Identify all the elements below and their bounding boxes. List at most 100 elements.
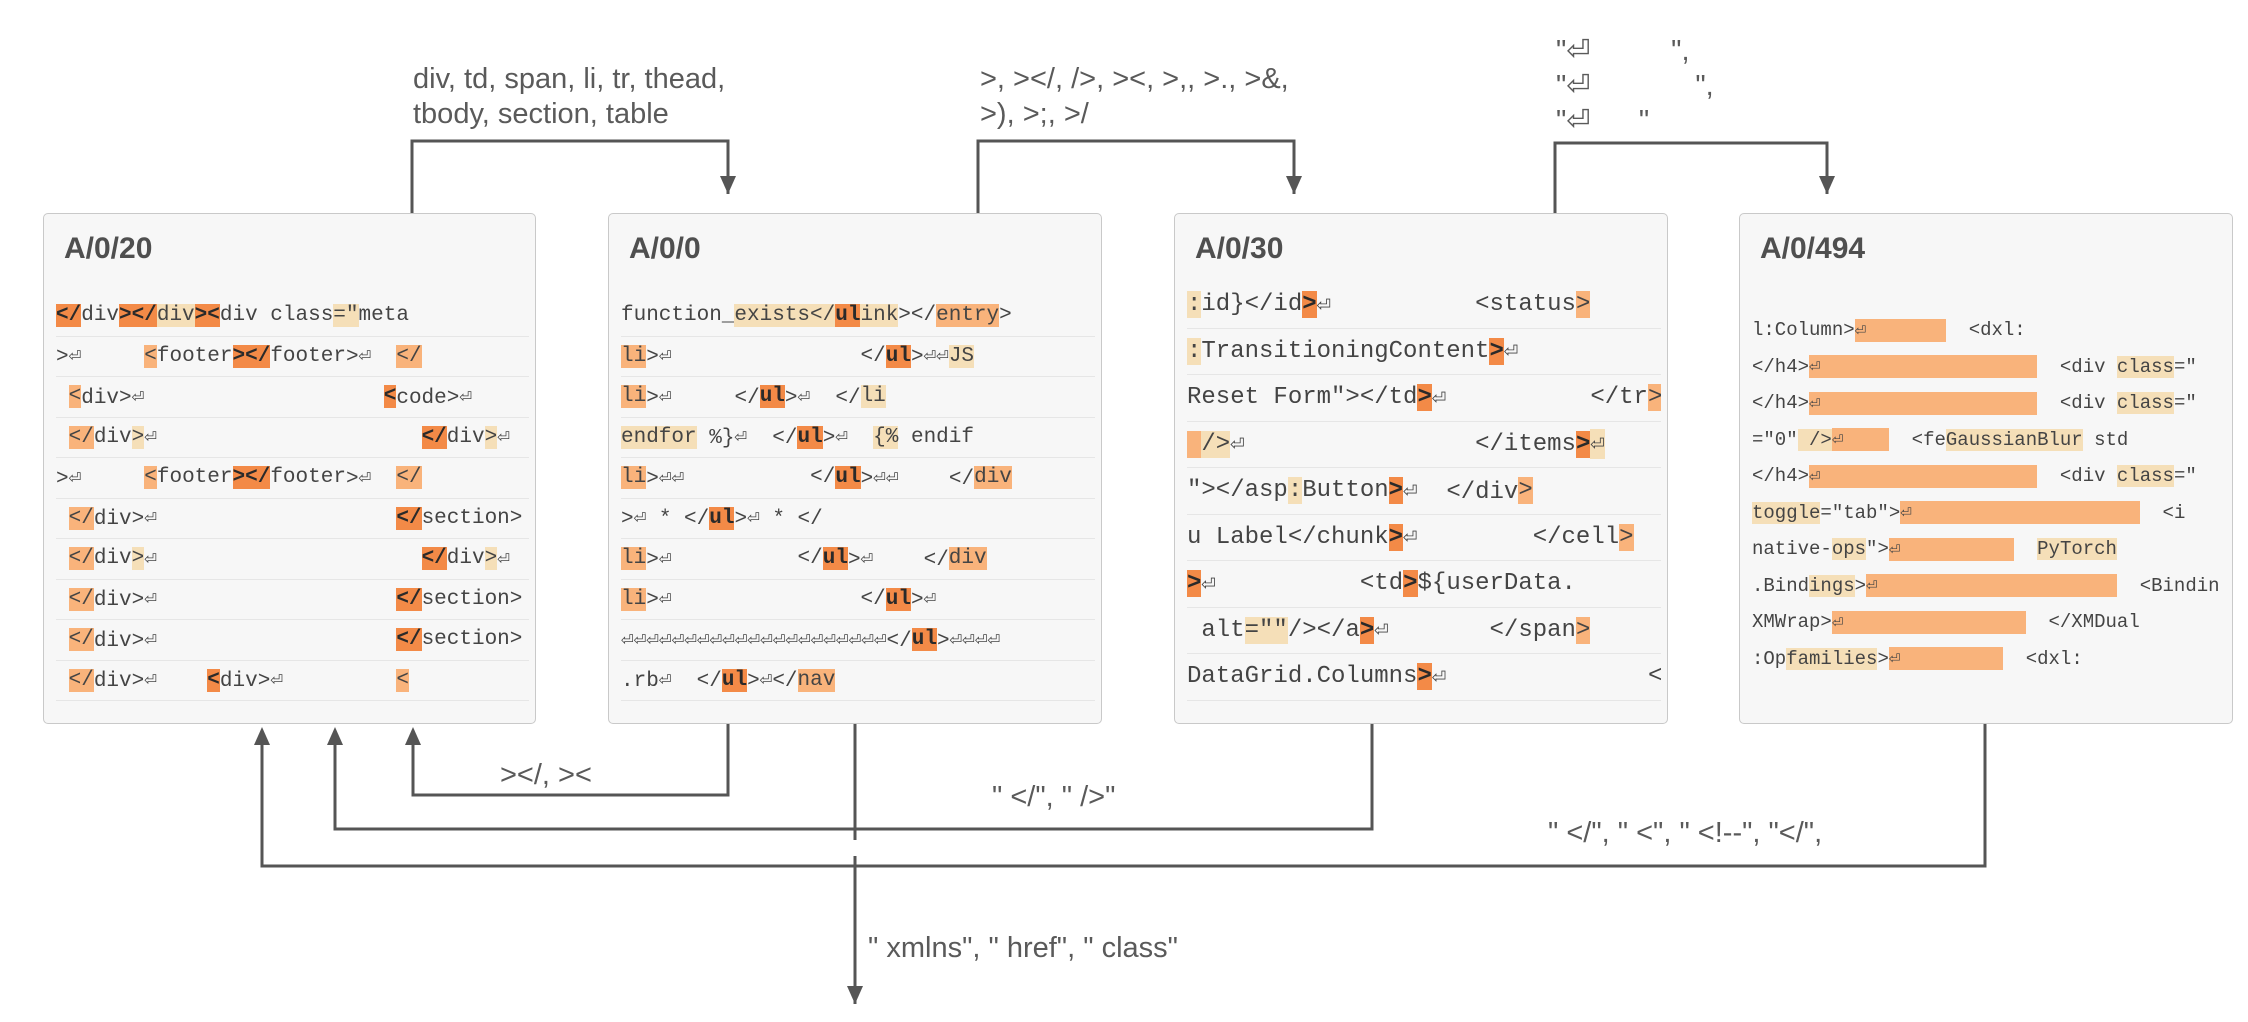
token-row: u Label</chunk>⏎ </cell>	[1187, 515, 1661, 561]
token	[56, 426, 69, 449]
token: u Label</chunk	[1187, 523, 1389, 551]
token: >⏎	[646, 548, 672, 572]
token-row: li>⏎ </ul>⏎ </div	[621, 539, 1095, 580]
highlighted-token: >	[1518, 477, 1533, 505]
token: >⏎	[345, 346, 397, 370]
token: div	[446, 547, 485, 571]
highlighted-token: nav	[797, 668, 836, 692]
token: div>⏎	[93, 589, 157, 613]
highlighted-token: ></	[232, 344, 271, 368]
token: ⏎	[1431, 664, 1447, 692]
token: DataGrid.Columns	[1187, 663, 1418, 691]
token-row: native-ops">⏎ PyTorch	[1752, 531, 2226, 568]
highlighted-token: entry	[936, 304, 1000, 328]
token: endif	[898, 425, 974, 449]
token: <i	[2139, 501, 2186, 524]
token: id}</id	[1201, 291, 1303, 319]
token: ⏎	[497, 548, 510, 572]
highlighted-token: >	[1417, 384, 1432, 412]
highlighted-token: :	[1287, 477, 1303, 505]
highlighted-token: GaussianBlur	[1945, 428, 2083, 451]
highlighted-token: PyTorch	[2037, 538, 2117, 561]
token-row: :TransitioningContent>⏎	[1187, 329, 1661, 375]
highlighted-token: ></	[119, 304, 157, 328]
token-row: </div>⏎ </section>	[56, 499, 529, 539]
token: ">	[1866, 538, 1889, 561]
highlighted-token: >	[484, 547, 498, 571]
token: </h4>	[1752, 392, 1810, 415]
token: >⏎⏎	[910, 346, 949, 370]
token-row: toggle="tab">⏎ <i	[1752, 495, 2226, 532]
token: >⏎ * </	[621, 508, 710, 532]
token-row: <div>⏎ <code>⏎	[56, 377, 529, 418]
highlighted-token: :	[1187, 337, 1202, 365]
highlighted-token: ul	[835, 304, 861, 328]
token-row: />⏎ </items>⏎	[1187, 422, 1661, 468]
token: div	[93, 425, 132, 449]
token-row: </div>⏎ <div>⏎ <	[56, 661, 529, 701]
highlighted-token: ⏎	[1831, 610, 2026, 634]
token: function_	[621, 304, 735, 328]
highlighted-token: >	[1302, 291, 1317, 319]
token	[157, 588, 396, 611]
token: footer	[270, 344, 346, 368]
token-row: </h4>⏎ <div class="	[1752, 349, 2226, 386]
token-row: :id}</id>⏎ <status>	[1187, 282, 1661, 329]
token: ${userData.	[1417, 570, 1576, 598]
highlighted-token: ></	[232, 466, 271, 490]
highlighted-token: ul	[885, 344, 911, 368]
highlighted-token: ⏎	[1900, 501, 2140, 525]
token-row: li>⏎ </ul>⏎⏎JS	[621, 337, 1095, 377]
highlighted-token: ings	[1809, 574, 1855, 597]
highlighted-token: ⏎	[1809, 355, 2038, 379]
token: <dxl:	[1945, 319, 2026, 342]
token: ⏎⏎⏎⏎⏎⏎⏎⏎⏎⏎⏎⏎⏎⏎⏎⏎⏎⏎⏎⏎⏎</	[621, 629, 912, 653]
token: %}⏎ </	[696, 427, 798, 451]
highlighted-token: ⏎	[1888, 647, 2003, 671]
token-row: >⏎ * </ul>⏎ * </	[621, 499, 1095, 539]
highlighted-token: />	[1201, 430, 1231, 458]
token-rows: :id}</id>⏎ <status>:TransitioningContent…	[1187, 282, 1661, 701]
token: >⏎</	[747, 670, 798, 694]
highlighted-token: >	[1575, 616, 1591, 644]
highlighted-token: endfor	[621, 425, 697, 449]
highlighted-token: </	[396, 506, 422, 530]
token-rows: </div></div><div class="meta>⏎ <footer><…	[56, 296, 529, 701]
token: section>	[421, 628, 523, 652]
token: Reset Form"></td	[1187, 384, 1418, 412]
token: ="tab">	[1820, 501, 1901, 524]
token: >⏎ </	[784, 386, 861, 410]
token-row: .rb⏎ </ul>⏎</nav	[621, 661, 1095, 701]
highlighted-token: ⏎	[1854, 318, 1946, 342]
edge-label-bottom-2: " </", " />"	[992, 781, 1116, 813]
highlighted-token: >	[484, 425, 498, 449]
highlighted-token: div	[948, 547, 987, 571]
token-row: DataGrid.Columns>⏎ </	[1187, 654, 1661, 701]
token	[56, 588, 69, 611]
highlighted-token: ⏎	[1866, 574, 2117, 598]
token: >⏎⏎	[646, 467, 685, 491]
highlighted-token: ul	[797, 425, 823, 449]
highlighted-token: </	[68, 425, 94, 449]
token: >⏎	[646, 589, 672, 613]
token: ⏎	[497, 427, 510, 451]
highlighted-token: li	[860, 385, 886, 409]
token: div>⏎	[81, 386, 145, 410]
highlighted-token: >	[1359, 616, 1375, 644]
highlighted-token: li	[621, 344, 647, 368]
token: alt	[1187, 616, 1245, 644]
arrow-a0-to-a30	[976, 139, 1302, 213]
token: >⏎ </	[847, 548, 949, 572]
token: ="0"	[1752, 428, 1798, 451]
token: >	[1877, 647, 1889, 670]
token: div>⏎	[93, 508, 157, 532]
token: ⏎	[1503, 339, 1519, 367]
highlighted-token: :	[1187, 291, 1202, 319]
token: </	[860, 587, 886, 611]
token	[56, 385, 69, 408]
highlighted-token: families	[1786, 647, 1878, 670]
token: </items	[1475, 430, 1576, 458]
token	[1446, 663, 1648, 690]
